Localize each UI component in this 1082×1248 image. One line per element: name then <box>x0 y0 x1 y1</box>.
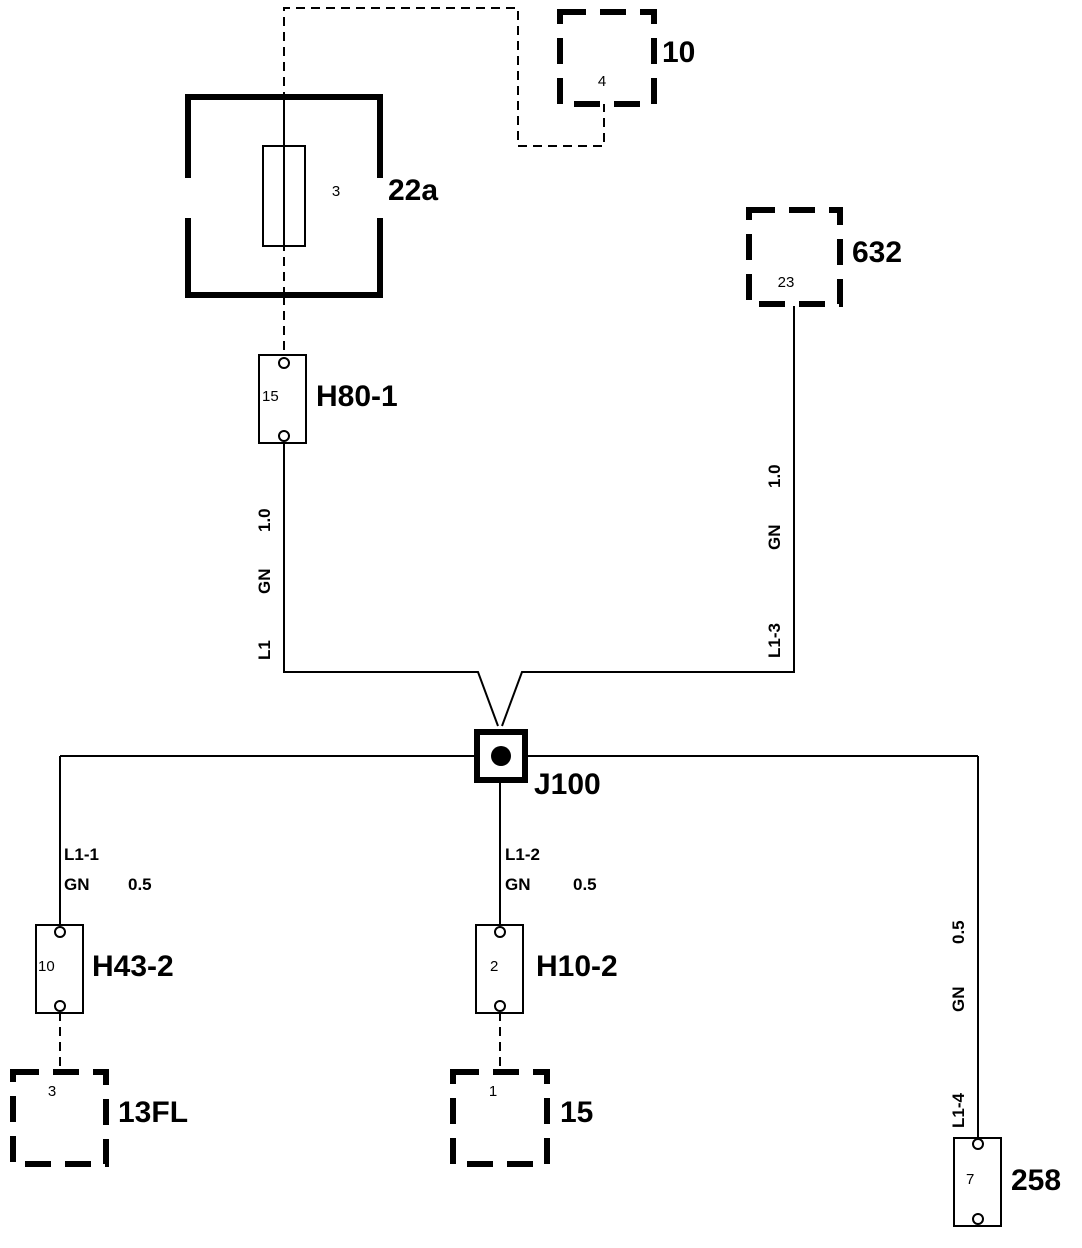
wire-l1-1-size: 0.5 <box>128 875 152 894</box>
component-632[interactable]: 23 632 <box>746 207 902 307</box>
connector-258-body <box>953 1137 1002 1227</box>
connector-h10-2-pin: 2 <box>490 958 498 975</box>
component-15-label: 15 <box>560 1096 593 1129</box>
wire-l1-3-color: GN <box>765 525 784 551</box>
connector-h10-2-body <box>475 924 524 1014</box>
component-22a[interactable]: 3 22a <box>185 94 438 298</box>
wire-l1-size: 1.0 <box>255 508 274 532</box>
terminal-icon <box>54 1000 66 1012</box>
connector-h80-1-pin: 15 <box>262 388 279 405</box>
connector-h80-1-body <box>258 354 307 444</box>
component-22a-label: 22a <box>388 174 438 207</box>
component-15-box <box>450 1069 550 1167</box>
component-10-label: 10 <box>662 36 695 69</box>
component-22a-pin: 3 <box>332 183 340 200</box>
wire-l1-4-id: L1-4 <box>949 1093 968 1129</box>
connector-h80-1[interactable]: 15 H80-1 <box>258 354 398 444</box>
connector-258-label: 258 <box>1011 1164 1061 1197</box>
wire-l1-1-id: L1-1 <box>64 845 99 864</box>
splice-j100[interactable]: J100 <box>474 729 601 801</box>
splice-j100-label: J100 <box>534 768 601 801</box>
component-15-pin: 1 <box>489 1083 497 1100</box>
wire-l1-id: L1 <box>255 640 274 660</box>
wire-l1-4-color: GN <box>949 987 968 1013</box>
wire-l1-3 <box>501 306 795 727</box>
splice-dot-icon <box>491 746 511 766</box>
connector-258-pin: 7 <box>966 1171 974 1188</box>
connector-258[interactable]: 7 258 <box>953 1137 1061 1227</box>
connector-h10-2-label: H10-2 <box>536 950 618 983</box>
component-10[interactable]: 4 10 <box>557 9 695 107</box>
wire-l1-4-size: 0.5 <box>949 920 968 944</box>
wire-l1-3-size: 1.0 <box>765 464 784 488</box>
connector-h10-2[interactable]: 2 H10-2 <box>475 924 618 1014</box>
terminal-icon <box>278 430 290 442</box>
component-632-label: 632 <box>852 236 902 269</box>
component-632-pin: 23 <box>778 274 795 291</box>
component-13fl[interactable]: 3 13FL <box>10 1069 188 1167</box>
connector-h43-2-label: H43-2 <box>92 950 174 983</box>
terminal-icon <box>494 926 506 938</box>
wire-l1-2-color: GN <box>505 875 531 894</box>
component-10-box <box>557 9 657 107</box>
component-632-box <box>746 207 843 307</box>
terminal-icon <box>972 1213 984 1225</box>
component-13fl-pin: 3 <box>48 1083 56 1100</box>
terminal-icon <box>54 926 66 938</box>
wire-l1-2-size: 0.5 <box>573 875 597 894</box>
component-10-pin: 4 <box>598 73 606 90</box>
terminal-icon <box>972 1138 984 1150</box>
terminal-icon <box>494 1000 506 1012</box>
component-15[interactable]: 1 15 <box>450 1069 593 1167</box>
wire-l1 <box>283 442 499 727</box>
wire-l1-3-id: L1-3 <box>765 623 784 658</box>
wire-l1-1-color: GN <box>64 875 90 894</box>
component-13fl-label: 13FL <box>118 1096 188 1129</box>
terminal-icon <box>278 357 290 369</box>
dashed-link-22a-to-10 <box>283 7 605 296</box>
component-22a-box-bottom <box>185 218 383 298</box>
connector-h43-2-pin: 10 <box>38 958 55 975</box>
connector-h43-2[interactable]: 10 H43-2 <box>35 924 174 1014</box>
wire-l1-2-id: L1-2 <box>505 845 540 864</box>
component-13fl-box <box>10 1069 109 1167</box>
connector-h80-1-label: H80-1 <box>316 380 398 413</box>
connector-h43-2-body <box>35 924 84 1014</box>
wire-l1-color: GN <box>255 569 274 595</box>
